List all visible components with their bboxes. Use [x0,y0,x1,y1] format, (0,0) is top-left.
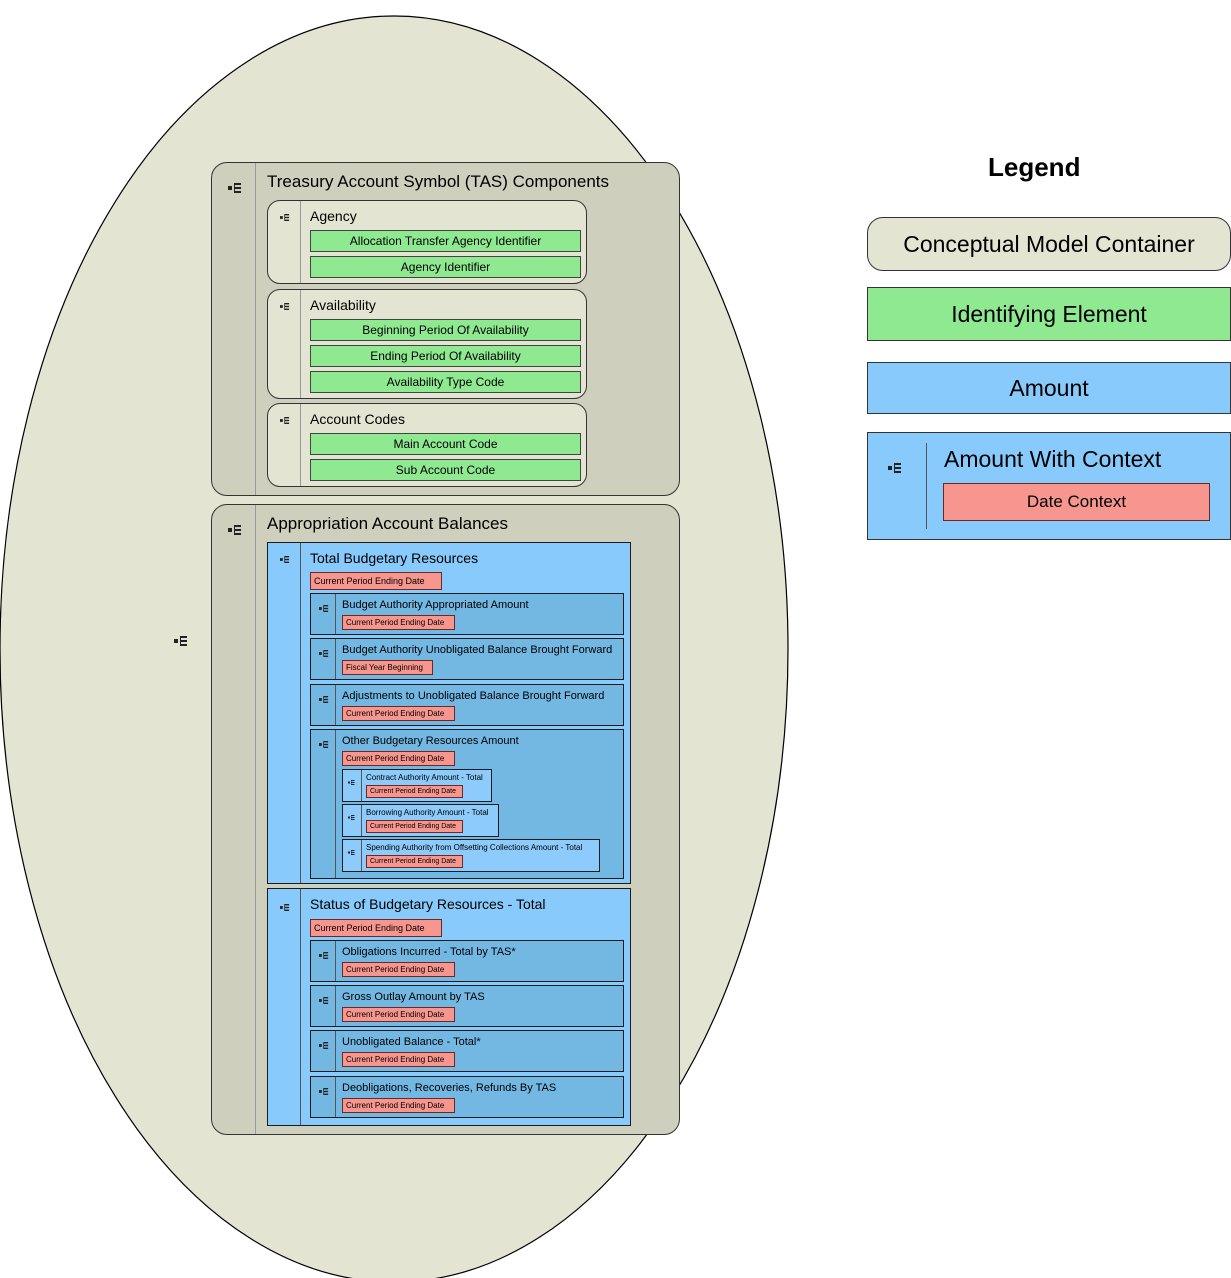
date-context: Current Period Ending Date [342,706,455,721]
date-context: Current Period Ending Date [342,615,455,630]
identifying-element: Availability Type Code [310,371,581,393]
amount-with-context: Adjustments to Unobligated Balance Broug… [310,684,624,726]
tree-expand-icon[interactable] [319,1042,329,1049]
agency-expand-icon[interactable] [280,214,290,221]
account-codes-title: Account Codes [310,411,405,427]
date-context: Current Period Ending Date [366,785,463,798]
availability-container: Availability Beginning Period Of Availab… [267,289,587,399]
tree-expand-icon[interactable] [319,997,329,1004]
legend-amount-sample: Amount [867,362,1231,414]
amount-with-context: Deobligations, Recoveries, Refunds By TA… [310,1076,624,1118]
agency-container: Agency Allocation Transfer Agency Identi… [267,200,587,284]
account-codes-expand-icon[interactable] [280,417,290,424]
tree-expand-icon[interactable] [348,780,355,785]
root-expand-icon[interactable] [174,636,188,646]
amount-title: Obligations Incurred - Total by TAS* [342,946,516,958]
amount-with-context: Unobligated Balance - Total* Current Per… [310,1030,624,1072]
account-codes-container: Account Codes Main Account Code Sub Acco… [267,403,587,487]
availability-title: Availability [310,297,376,313]
date-context: Current Period Ending Date [310,919,442,937]
legend-expand-icon [888,463,902,473]
date-context: Current Period Ending Date [366,855,463,868]
identifying-element: Agency Identifier [310,256,581,278]
other-budgetary-resources: Other Budgetary Resources Amount Current… [310,729,624,879]
aab-container: Appropriation Account Balances Total Bud… [211,504,680,1135]
tbr-container: Total Budgetary Resources Current Period… [267,542,631,884]
amount-with-context: Obligations Incurred - Total by TAS* Cur… [310,940,624,982]
date-context: Current Period Ending Date [342,1007,455,1022]
amount-title: Adjustments to Unobligated Balance Broug… [342,690,605,702]
tree-expand-icon[interactable] [348,850,355,855]
sbr-expand-icon[interactable] [280,904,290,911]
date-context: Fiscal Year Beginning [342,660,433,675]
sbr-container: Status of Budgetary Resources - Total Cu… [267,888,631,1126]
tree-expand-icon[interactable] [319,696,329,703]
amount-with-context: Budget Authority Unobligated Balance Bro… [310,638,624,680]
tree-expand-icon[interactable] [348,815,355,820]
tbr-expand-icon[interactable] [280,556,290,563]
tree-expand-icon[interactable] [319,605,329,612]
legend-amount-context-label: Amount With Context [944,446,1162,472]
identifying-element: Sub Account Code [310,459,581,481]
tbr-title: Total Budgetary Resources [310,550,479,566]
tree-expand-icon[interactable] [319,650,329,657]
tree-expand-icon[interactable] [319,741,329,748]
tree-expand-icon[interactable] [319,952,329,959]
amount-title: Budget Authority Unobligated Balance Bro… [342,644,613,656]
date-context: Current Period Ending Date [310,572,442,590]
amount-title: Budget Authority Appropriated Amount [342,599,529,611]
availability-expand-icon[interactable] [280,303,290,310]
date-context: Current Period Ending Date [342,751,455,766]
legend-amount-context-sample: Amount With Context Date Context [867,432,1231,540]
aab-title: Appropriation Account Balances [267,514,508,533]
tas-title: Treasury Account Symbol (TAS) Components [267,172,610,191]
amount-with-context: Spending Authority from Offsetting Colle… [342,839,600,872]
amount-title: Other Budgetary Resources Amount [342,735,519,747]
amount-with-context: Borrowing Authority Amount - Total Curre… [342,804,499,837]
legend-container-sample: Conceptual Model Container [867,217,1231,271]
identifying-element: Ending Period Of Availability [310,345,581,367]
amount-title: Contract Authority Amount - Total [366,773,483,782]
identifying-element: Main Account Code [310,433,581,455]
identifying-element: Beginning Period Of Availability [310,319,581,341]
amount-with-context: Contract Authority Amount - Total Curren… [342,769,492,802]
amount-title: Deobligations, Recoveries, Refunds By TA… [342,1082,557,1094]
tree-expand-icon[interactable] [319,1088,329,1095]
date-context: Current Period Ending Date [342,1052,455,1067]
identifying-element: Allocation Transfer Agency Identifier [310,230,581,252]
date-context: Current Period Ending Date [342,962,455,977]
agency-title: Agency [310,208,357,224]
tas-container: Treasury Account Symbol (TAS) Components… [211,162,680,496]
legend-date-context-sample: Date Context [943,483,1210,521]
sbr-title: Status of Budgetary Resources - Total [310,896,546,912]
legend-title: Legend [988,152,1081,182]
date-context: Current Period Ending Date [366,820,463,833]
legend-identifying-sample: Identifying Element [867,287,1231,341]
aab-expand-icon[interactable] [228,525,242,535]
amount-with-context: Budget Authority Appropriated Amount Cur… [310,593,624,635]
amount-title: Unobligated Balance - Total* [342,1036,481,1048]
amount-title: Spending Authority from Offsetting Colle… [366,843,583,852]
tas-expand-icon[interactable] [228,183,242,193]
date-context: Current Period Ending Date [342,1098,455,1113]
amount-title: Borrowing Authority Amount - Total [366,808,489,817]
amount-with-context: Gross Outlay Amount by TAS Current Perio… [310,985,624,1027]
amount-title: Gross Outlay Amount by TAS [342,991,485,1003]
